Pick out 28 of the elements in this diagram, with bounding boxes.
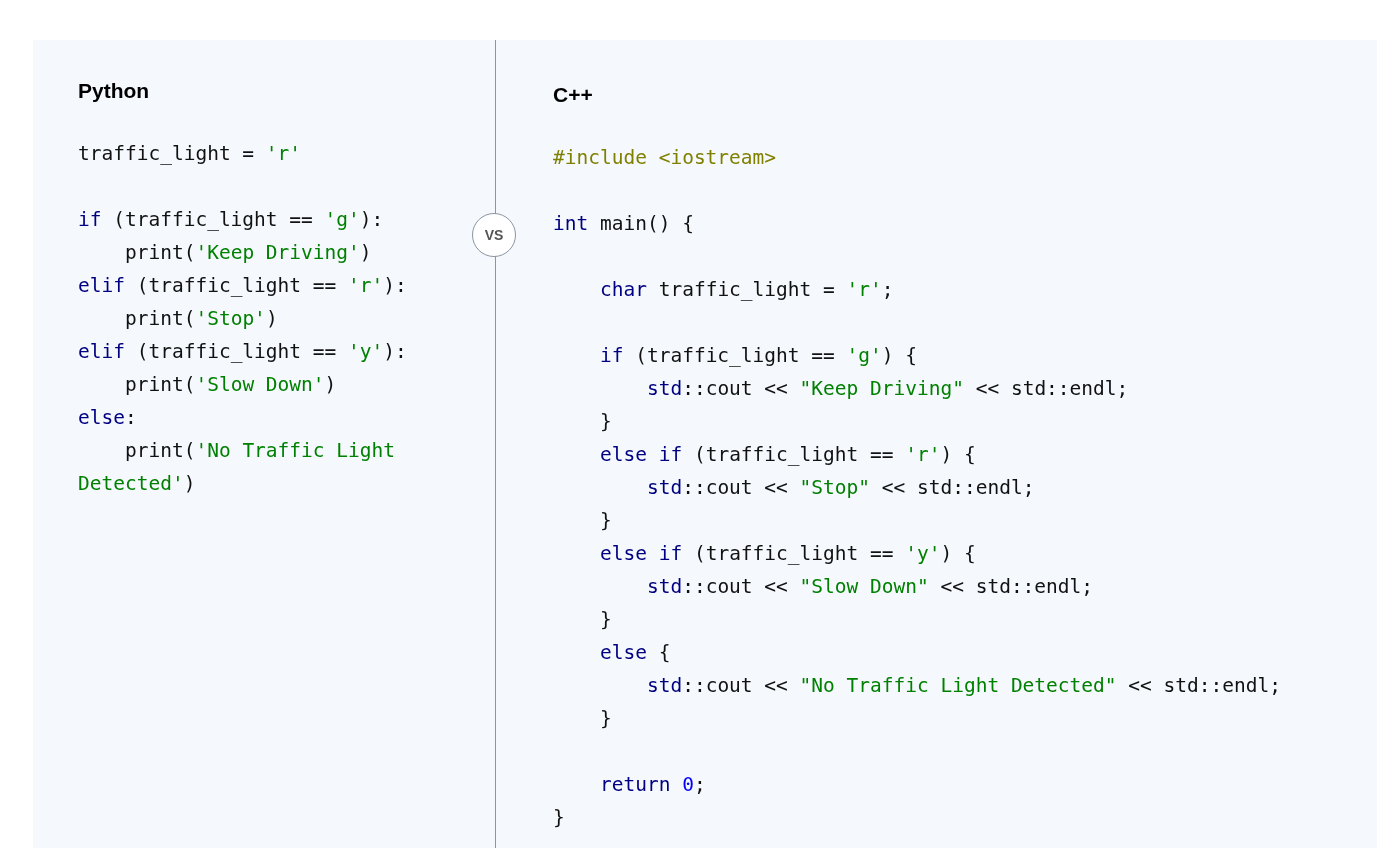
code-line: int main() { (553, 211, 694, 237)
code-line: elif (traffic_light == 'y'): (78, 339, 407, 365)
code-line: else { (598, 640, 671, 666)
code-line: std::cout << "Slow Down" << std::endl; (645, 574, 1094, 600)
code-line: print('Stop') (123, 306, 278, 332)
code-line: } (598, 706, 612, 732)
code-line: elif (traffic_light == 'r'): (78, 273, 407, 299)
language-heading: C++ (553, 83, 593, 107)
code-line: } (598, 508, 612, 534)
code-line: if (traffic_light == 'g') { (598, 343, 917, 369)
code-line: else: (78, 405, 137, 431)
code-line: #include <iostream> (553, 145, 777, 171)
code-line: } (598, 409, 612, 435)
code-line: } (598, 607, 612, 633)
code-line: std::cout << "Stop" << std::endl; (645, 475, 1035, 501)
code-line: char traffic_light = 'r'; (598, 277, 894, 303)
code-line: traffic_light = 'r' (78, 141, 302, 167)
code-line: std::cout << "No Traffic Light Detected" << std::endl; (645, 673, 1281, 699)
code-line: } (553, 805, 565, 831)
code-line: std::cout << "Keep Driving" << std::endl; (645, 376, 1129, 402)
code-line: print('Keep Driving') (123, 240, 372, 266)
code-line: else if (traffic_light == 'y') { (598, 541, 976, 567)
code-line: print('No Traffic Light Detected') (78, 438, 396, 497)
code-line: print('Slow Down') (123, 372, 337, 398)
code-line: if (traffic_light == 'g'): (78, 207, 384, 233)
code-line: else if (traffic_light == 'r') { (598, 442, 976, 468)
code-line: return 0; (598, 772, 706, 798)
language-heading: Python (78, 79, 150, 103)
